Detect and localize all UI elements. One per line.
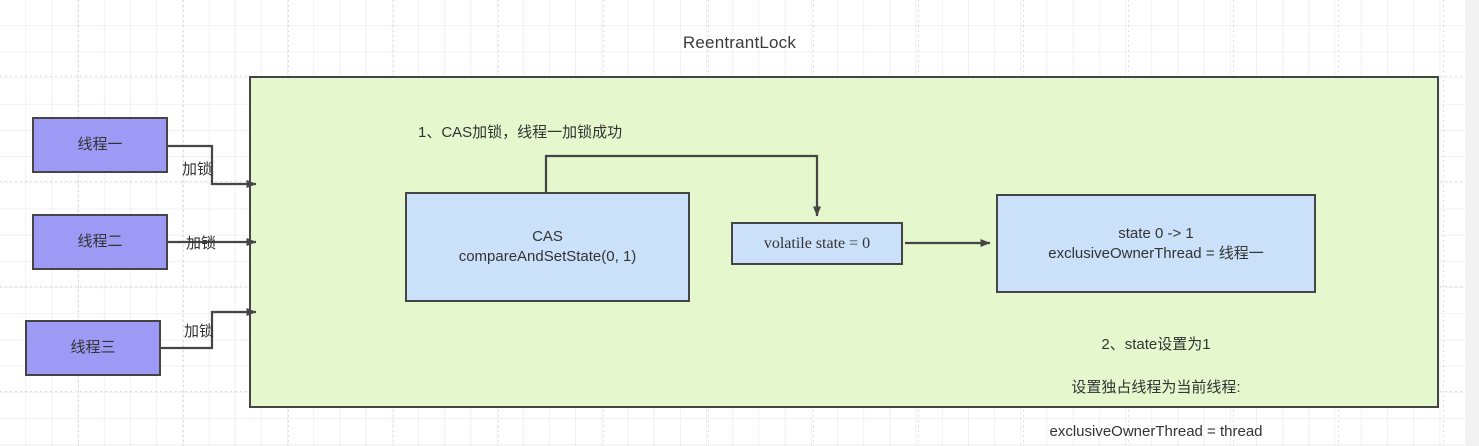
annotation-step-two: 2、state设置为1 设置独占线程为当前线程: exclusiveOwnerT… xyxy=(996,312,1316,446)
page-title: ReentrantLock xyxy=(682,33,797,52)
thread-box-one[interactable]: 线程一 xyxy=(32,117,168,173)
cas-title: CAS xyxy=(532,228,563,246)
exclusive-owner-text: exclusiveOwnerThread = 线程一 xyxy=(1048,244,1264,262)
annotation-step-two-line2: 设置独占线程为当前线程: xyxy=(1071,379,1241,397)
state-transition-text: state 0 -> 1 xyxy=(1118,224,1194,242)
grid-line-vertical xyxy=(1443,0,1444,446)
thread-box-three[interactable]: 线程三 xyxy=(25,320,161,376)
cas-box[interactable]: CAS compareAndSetState(0, 1) xyxy=(405,192,690,302)
annotation-step-two-line1: 2、state设置为1 xyxy=(1101,335,1211,353)
annotation-step-one: 1、CAS加锁，线程一加锁成功 xyxy=(418,124,623,141)
volatile-state-text: volatile state = 0 xyxy=(763,234,871,252)
thread-label: 线程二 xyxy=(77,233,123,251)
owner-state-box[interactable]: state 0 -> 1 exclusiveOwnerThread = 线程一 xyxy=(996,194,1316,293)
grid-line-vertical xyxy=(183,0,184,446)
canvas-right-gutter xyxy=(1465,0,1479,446)
edge-label-lock-two: 加锁 xyxy=(186,235,217,252)
volatile-state-box[interactable]: volatile state = 0 xyxy=(731,222,903,265)
cas-method: compareAndSetState(0, 1) xyxy=(458,248,637,265)
annotation-step-two-line3: exclusiveOwnerThread = thread xyxy=(1049,422,1263,440)
edge-label-lock-three: 加锁 xyxy=(184,323,215,340)
thread-label: 线程三 xyxy=(70,339,116,357)
edge-label-lock-one: 加锁 xyxy=(182,161,213,178)
thread-label: 线程一 xyxy=(77,136,123,154)
thread-box-two[interactable]: 线程二 xyxy=(32,214,168,270)
